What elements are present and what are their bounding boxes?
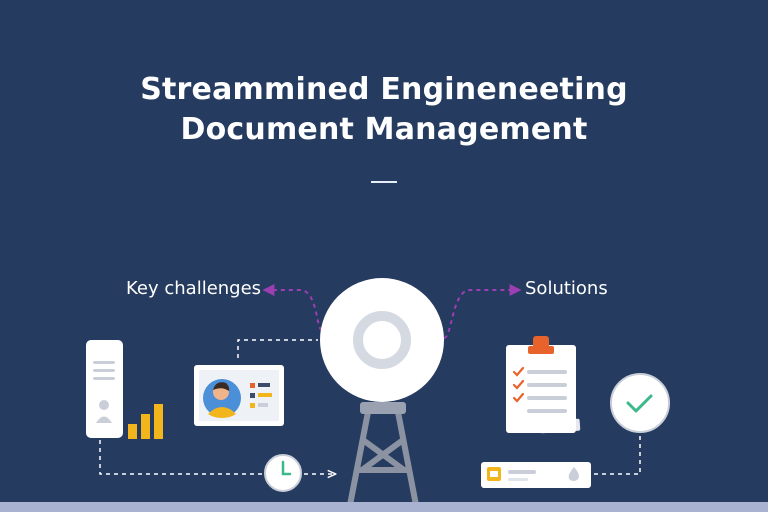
title-line-2: Document Management [180, 112, 588, 147]
arrow-to-key-challenges [262, 284, 323, 331]
title-line-1: Streammined Engineneeting [140, 72, 628, 107]
checkmark-clock-icon [610, 373, 670, 433]
arrow-to-solutions [443, 284, 522, 339]
file-card-icon [481, 462, 591, 488]
document-icon [86, 340, 123, 438]
label-solutions: Solutions [525, 278, 608, 299]
profile-card-icon [194, 365, 284, 426]
bar-chart-icon [128, 404, 163, 439]
page-title: Streammined Engineneeting Document Manag… [0, 70, 768, 150]
dashed-connector-bottom-left [99, 440, 262, 475]
dashed-connector-profile [237, 339, 318, 358]
label-key-challenges: Key challenges [126, 278, 262, 299]
clipboard-checklist-icon [506, 336, 581, 434]
dashed-connector-bottom-right [594, 434, 641, 475]
bottom-strip [0, 502, 768, 512]
disc-tower-icon [320, 278, 444, 508]
clock-icon [264, 454, 302, 492]
title-divider [371, 181, 397, 183]
